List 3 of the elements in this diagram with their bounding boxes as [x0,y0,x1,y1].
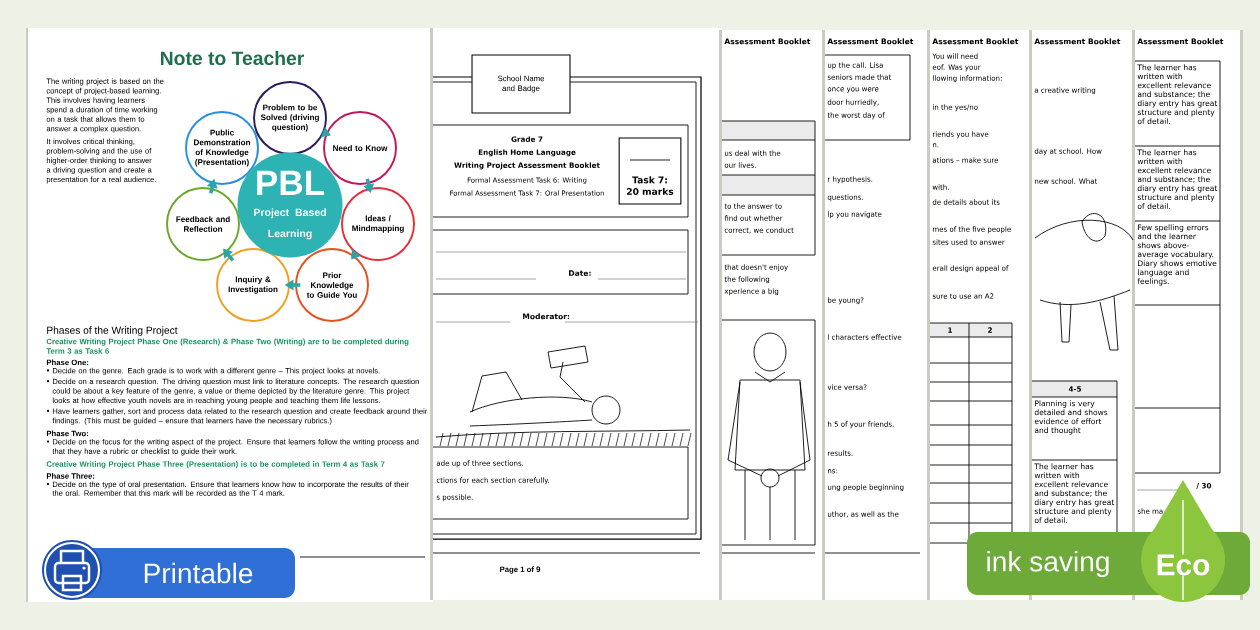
page-title: Note to Teacher [161,50,304,66]
marks-box: Task 7: 20 marks [618,137,682,205]
section-heading: Phases of the Writing Project [47,326,178,336]
